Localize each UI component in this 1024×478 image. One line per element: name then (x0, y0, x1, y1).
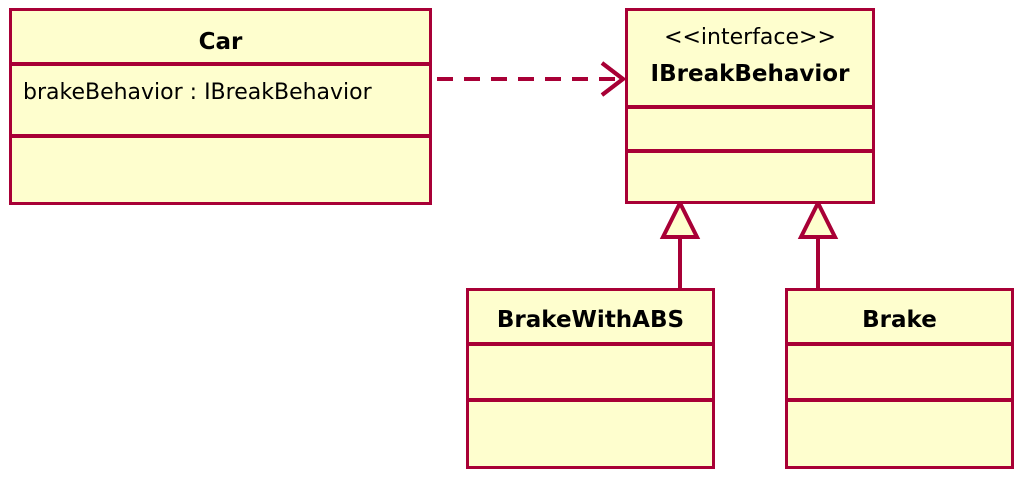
uml-class-car[interactable]: Car brakeBehavior : IBreakBehavior (9, 8, 432, 205)
class-name-compartment: Car (12, 11, 429, 62)
class-name-car: Car (198, 29, 243, 55)
uml-class-brake[interactable]: Brake (785, 288, 1014, 469)
class-attributes-compartment (788, 342, 1011, 398)
class-name-brake: Brake (862, 307, 937, 333)
class-operations-compartment (12, 134, 429, 200)
class-name-compartment: <<interface>> IBreakBehavior (628, 11, 872, 105)
class-name-compartment: Brake (788, 291, 1011, 342)
realization-brakewithabs-to-ibreakbehavior (659, 198, 701, 290)
class-name-compartment: BrakeWithABS (469, 291, 712, 342)
class-name-ibreakbehavior: IBreakBehavior (650, 61, 850, 87)
class-attributes-compartment: brakeBehavior : IBreakBehavior (12, 62, 429, 134)
uml-class-ibreakbehavior[interactable]: <<interface>> IBreakBehavior (625, 8, 875, 204)
attribute-brakebehavior: brakeBehavior : IBreakBehavior (23, 80, 372, 105)
class-operations-compartment (628, 149, 872, 195)
realization-hollow-triangle (797, 198, 839, 239)
realization-hollow-triangle (659, 198, 701, 239)
class-operations-compartment (788, 398, 1011, 460)
uml-class-brakewithabs[interactable]: BrakeWithABS (466, 288, 715, 469)
class-attributes-compartment (628, 105, 872, 149)
class-name-brakewithabs: BrakeWithABS (496, 307, 685, 333)
dependency-car-to-ibreakbehavior (437, 61, 627, 97)
class-operations-compartment (469, 398, 712, 460)
stereotype-interface: <<interface>> (664, 25, 836, 50)
class-attributes-compartment (469, 342, 712, 398)
realization-brake-to-ibreakbehavior (797, 198, 839, 290)
